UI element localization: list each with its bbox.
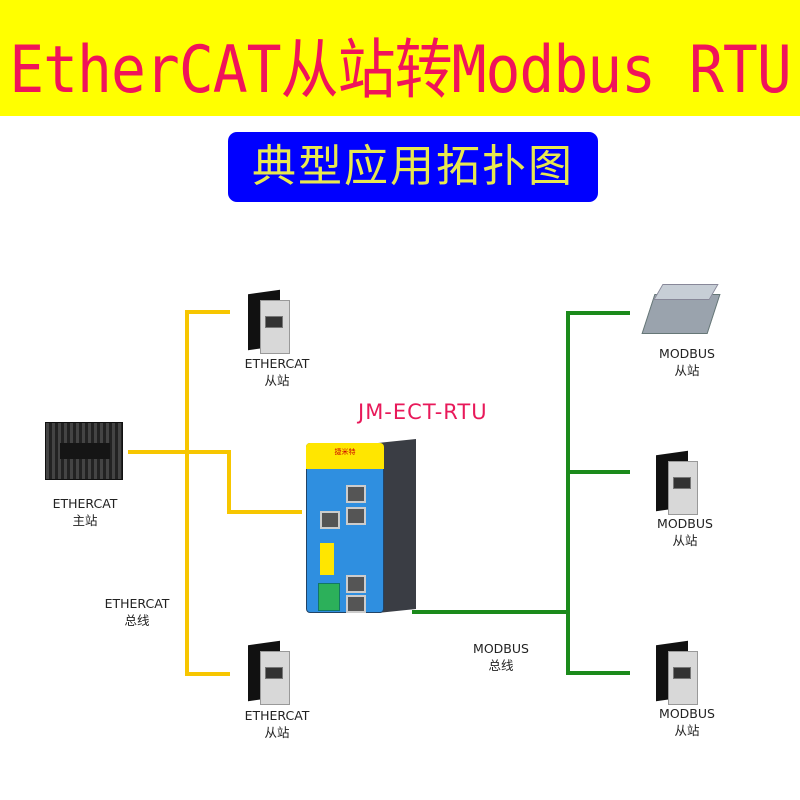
label-line: 从站 xyxy=(264,373,290,388)
label-line: MODBUS xyxy=(659,346,715,361)
modbus-slave-label: MODBUS 从站 xyxy=(632,705,742,739)
modbus-slave2-link xyxy=(566,470,630,474)
ethercat-master-link xyxy=(128,450,230,454)
ethercat-master-plc xyxy=(45,422,123,480)
label-line: 主站 xyxy=(72,513,98,528)
ethernet-port xyxy=(346,575,366,593)
label-line: 总线 xyxy=(488,658,514,673)
ethercat-slave-drive xyxy=(248,289,290,354)
label-line: MODBUS xyxy=(659,706,715,721)
ethernet-port xyxy=(346,485,366,503)
header-banner xyxy=(0,0,800,116)
ethercat-bus-vertical xyxy=(185,310,189,676)
gateway-model-label: JM-ECT-RTU xyxy=(358,400,488,424)
label-line: ETHERCAT xyxy=(52,496,118,511)
modbus-slave3-link xyxy=(566,671,630,675)
ethernet-port xyxy=(320,511,340,529)
page-title: EtherCAT从站转Modbus RTU xyxy=(9,31,792,108)
label-line: ETHERCAT xyxy=(244,708,310,723)
label-line: ETHERCAT xyxy=(104,596,170,611)
ethercat-slave2-link xyxy=(185,672,230,676)
modbus-slave-label: MODBUS 从站 xyxy=(632,345,742,379)
modbus-bus-label: MODBUS 总线 xyxy=(446,640,556,674)
label-line: 从站 xyxy=(674,723,700,738)
ethercat-slave1-link xyxy=(185,310,230,314)
ethernet-port xyxy=(346,507,366,525)
modbus-io-module xyxy=(640,282,721,338)
label-line: MODBUS xyxy=(473,641,529,656)
diagram-subtitle: 典型应用拓扑图 xyxy=(228,132,598,202)
label-line: MODBUS xyxy=(657,516,713,531)
gateway-brand: 捷米特 xyxy=(306,443,384,469)
ethercat-master-label: ETHERCAT 主站 xyxy=(30,495,140,529)
modbus-slave-label: MODBUS 从站 xyxy=(630,515,740,549)
label-line: 总线 xyxy=(124,613,150,628)
gateway-ethercat-link xyxy=(227,510,302,514)
label-line: ETHERCAT xyxy=(244,356,310,371)
serial-terminal xyxy=(318,583,340,611)
gateway-device: 捷米特 xyxy=(300,437,416,617)
ethernet-port xyxy=(346,595,366,613)
ethercat-slave-drive xyxy=(248,640,290,705)
gateway-modbus-link xyxy=(412,610,570,614)
modbus-bus-vertical xyxy=(566,311,570,675)
modbus-slave1-link xyxy=(566,311,630,315)
gateway-link-vertical xyxy=(227,450,231,514)
ethercat-slave-label: ETHERCAT 从站 xyxy=(222,707,332,741)
label-line: 从站 xyxy=(674,363,700,378)
label-line: 从站 xyxy=(672,533,698,548)
ethercat-slave-label: ETHERCAT 从站 xyxy=(222,355,332,389)
ethercat-bus-label: ETHERCAT 总线 xyxy=(82,595,192,629)
modbus-slave-drive xyxy=(656,640,698,705)
label-line: 从站 xyxy=(264,725,290,740)
modbus-slave-drive xyxy=(656,450,698,515)
